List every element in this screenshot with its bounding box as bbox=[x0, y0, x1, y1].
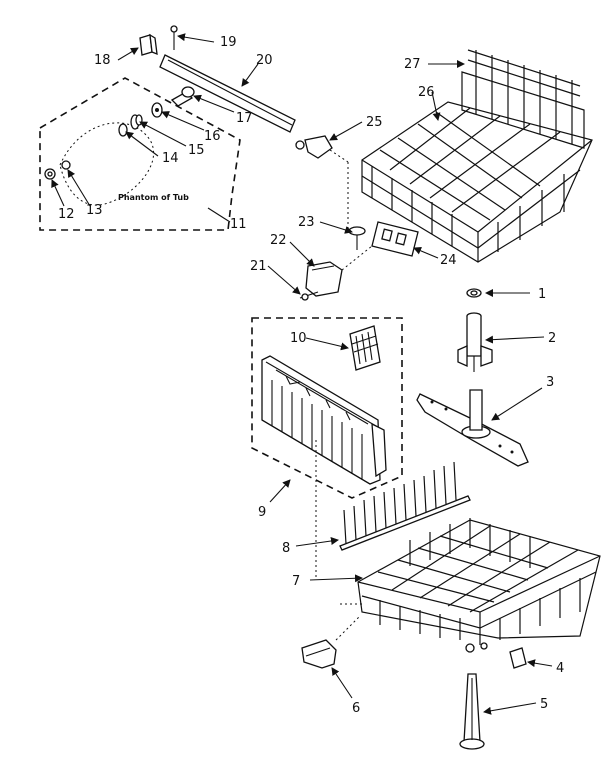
callout-3: 3 bbox=[546, 375, 554, 390]
part-10-basket-lid bbox=[349, 325, 381, 371]
phantom-of-tub-label: Phantom of Tub bbox=[118, 193, 189, 202]
callout-1: 1 bbox=[538, 287, 546, 302]
guide-line-22 bbox=[341, 245, 373, 271]
part-9-cutlery-basket bbox=[261, 355, 387, 485]
callout-23: 23 bbox=[298, 215, 315, 230]
leader-lines bbox=[51, 33, 553, 715]
callout-12: 12 bbox=[58, 207, 75, 222]
part-1-seal bbox=[466, 288, 482, 298]
guide-line-25 bbox=[329, 149, 349, 163]
part-17-stud bbox=[170, 86, 195, 107]
callout-6: 6 bbox=[352, 701, 360, 716]
callout-labels: 1 2 3 4 5 6 7 8 9 10 11 12 13 14 15 16 1… bbox=[58, 35, 564, 716]
callout-5: 5 bbox=[540, 697, 548, 712]
callout-16: 16 bbox=[204, 129, 221, 144]
callout-11: 11 bbox=[230, 217, 247, 232]
part-26-upper-rack bbox=[361, 101, 593, 263]
part-20-rail bbox=[159, 54, 296, 133]
part-2-manifold bbox=[457, 312, 493, 372]
basket-group-outline bbox=[251, 317, 403, 499]
callout-14: 14 bbox=[162, 151, 179, 166]
part-6-roller bbox=[301, 639, 337, 669]
guide-line-6 bbox=[335, 615, 361, 641]
callout-10: 10 bbox=[290, 331, 307, 346]
part-27-shelf bbox=[461, 49, 585, 149]
part-12-nut bbox=[44, 168, 56, 180]
part-16-washer bbox=[151, 102, 163, 118]
part-13-washer bbox=[61, 160, 71, 170]
callout-8: 8 bbox=[282, 541, 290, 556]
callout-22: 22 bbox=[270, 233, 287, 248]
callout-21: 21 bbox=[250, 259, 267, 274]
callout-2: 2 bbox=[548, 331, 556, 346]
part-23-bolt bbox=[348, 226, 366, 250]
part-21-screw bbox=[299, 291, 319, 301]
callout-9: 9 bbox=[258, 505, 266, 520]
phantom-of-tub-outline bbox=[59, 122, 155, 206]
part-4-clip bbox=[509, 647, 527, 669]
callout-27: 27 bbox=[404, 57, 421, 72]
part-18-end-cap bbox=[139, 33, 158, 56]
callout-18: 18 bbox=[94, 53, 111, 68]
part-24-plate bbox=[371, 221, 419, 257]
part-8-tine-row bbox=[339, 461, 471, 551]
callout-17: 17 bbox=[236, 111, 253, 126]
callout-13: 13 bbox=[86, 203, 103, 218]
part-3-spray-arm bbox=[416, 389, 529, 467]
callout-4: 4 bbox=[556, 661, 564, 676]
callout-7: 7 bbox=[292, 574, 300, 589]
callout-25: 25 bbox=[366, 115, 383, 130]
part-22-roller-housing bbox=[305, 261, 343, 297]
callout-19: 19 bbox=[220, 35, 237, 50]
callout-26: 26 bbox=[418, 85, 435, 100]
part-7-lower-rack bbox=[357, 518, 601, 653]
callout-15: 15 bbox=[188, 143, 205, 158]
part-25-bracket bbox=[295, 135, 333, 159]
part-14-spacer bbox=[118, 123, 128, 137]
part-5-wash-tower bbox=[459, 673, 485, 750]
callout-24: 24 bbox=[440, 253, 457, 268]
part-19-screw bbox=[170, 25, 178, 50]
tub-mount-group-outline bbox=[39, 77, 241, 231]
callout-20: 20 bbox=[256, 53, 273, 68]
